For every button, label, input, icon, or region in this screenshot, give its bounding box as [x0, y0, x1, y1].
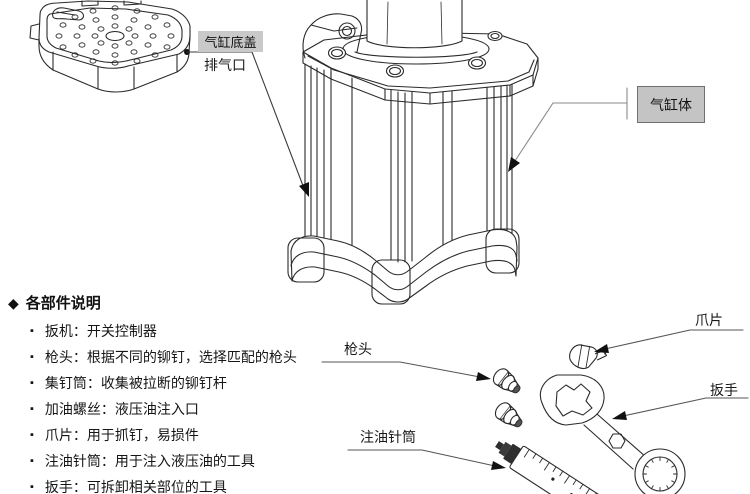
square-bullet-icon: ▪	[30, 325, 34, 337]
callout-claw-piece: 爪片	[695, 312, 723, 328]
list-item: ▪ 注油针筒：用于注入液压油的工具	[30, 454, 348, 469]
arrowhead-icon	[491, 461, 506, 470]
list-item: ▪ 集钉筒：收集被拉断的铆钉杆	[30, 376, 348, 391]
arrowhead-icon	[594, 344, 609, 353]
list-item-text: 扳机：开关控制器	[44, 323, 157, 339]
square-bullet-icon: ▪	[30, 403, 34, 415]
parts-list-title: ◆ 各部件说明	[8, 292, 348, 313]
cylinder-bottom-cover-drawing	[29, 0, 191, 93]
wrench-drawing	[539, 374, 686, 494]
list-item-text: 注油针筒：用于注入液压油的工具	[44, 453, 255, 469]
square-bullet-icon: ▪	[30, 455, 34, 467]
arrowhead-icon	[299, 182, 309, 197]
arrowhead-icon	[476, 372, 491, 381]
arrowhead-icon	[508, 157, 520, 172]
list-item: ▪ 扳机：开关控制器	[30, 324, 348, 339]
list-item-text: 爪片：用于抓钉，易损件	[44, 427, 199, 443]
gun-head-parts-drawing	[489, 365, 527, 433]
list-item: ▪ 枪头：根据不同的铆钉，选择匹配的枪头	[30, 350, 348, 365]
cylinder-assembly-drawing	[287, 0, 539, 305]
list-item: ▪ 扳手：可拆卸相关部位的工具	[30, 480, 348, 494]
syringe-drawing	[495, 441, 623, 494]
claw-piece-drawing	[569, 344, 608, 370]
leader-lines	[184, 49, 749, 470]
callout-exhaust-port: 排气口	[204, 57, 246, 73]
square-bullet-icon: ▪	[30, 429, 34, 441]
list-item-text: 枪头：根据不同的铆钉，选择匹配的枪头	[44, 349, 297, 365]
callout-cylinder-body: 气缸体	[637, 86, 705, 123]
list-item-text: 加油螺丝：液压油注入口	[44, 401, 199, 417]
square-bullet-icon: ▪	[30, 377, 34, 389]
parts-list-title-text: 各部件说明	[25, 295, 101, 312]
callout-wrench: 扳手	[710, 382, 738, 398]
list-item: ▪ 加油螺丝：液压油注入口	[30, 402, 348, 417]
square-bullet-icon: ▪	[30, 481, 34, 493]
list-item-text: 扳手：可拆卸相关部位的工具	[44, 479, 227, 494]
callout-oil-syringe: 注油针筒	[360, 429, 416, 445]
callout-gun-head: 枪头	[344, 341, 372, 357]
square-bullet-icon: ▪	[30, 351, 34, 363]
list-item-text: 集钉筒：收集被拉断的铆钉杆	[44, 375, 227, 391]
callout-cylinder-bottom-cover: 气缸底盖	[198, 31, 263, 52]
diamond-bullet-icon: ◆	[8, 294, 19, 311]
list-item: ▪ 爪片：用于抓钉，易损件	[30, 428, 348, 443]
parts-list: ◆ 各部件说明 ▪ 扳机：开关控制器 ▪ 枪头：根据不同的铆钉，选择匹配的枪头 …	[8, 292, 348, 494]
arrowhead-icon	[612, 411, 627, 420]
